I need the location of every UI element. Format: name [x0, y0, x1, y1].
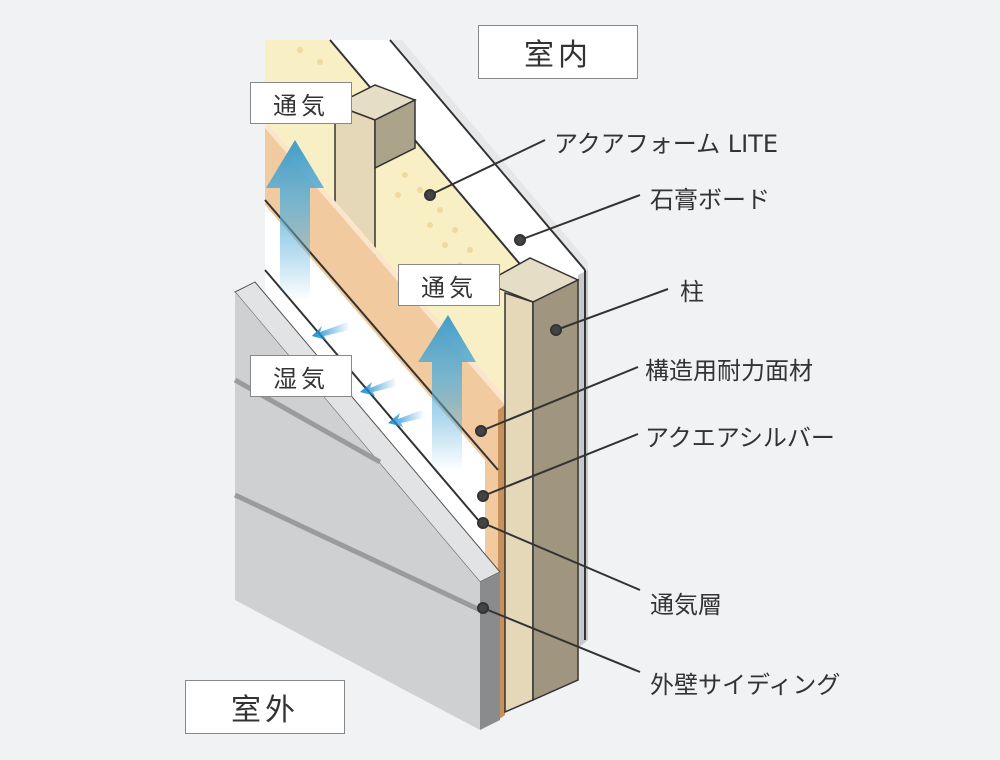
moisture-arrow-3: [388, 410, 424, 427]
ventilation-label-mid: 通気: [398, 264, 500, 306]
moisture-label: 湿気: [250, 355, 352, 397]
moisture-arrow-1: [312, 322, 350, 340]
leader-lines: [424, 139, 669, 673]
outdoor-label: 室外: [185, 680, 345, 734]
column-front: [483, 257, 580, 714]
indoor-label: 室内: [478, 25, 638, 79]
layer-label-column: 柱: [680, 278, 704, 306]
layer-label-air-layer: 通気層: [650, 591, 722, 619]
layer-label-silver-sheet: アクエアシルバー: [645, 424, 835, 452]
layer-label-structural-panel: 構造用耐力面材: [645, 357, 813, 385]
layer-label-siding: 外壁サイディング: [650, 671, 841, 699]
layer-label-gypsum: 石膏ボード: [650, 186, 770, 214]
moisture-arrow-2: [360, 378, 397, 396]
layer-label-insulation: アクアフォーム LITE: [554, 130, 778, 158]
ventilation-label-top: 通気: [250, 82, 352, 124]
airflow-arrow-up-left: [266, 140, 324, 300]
airflow-arrow-up-right: [418, 315, 476, 470]
